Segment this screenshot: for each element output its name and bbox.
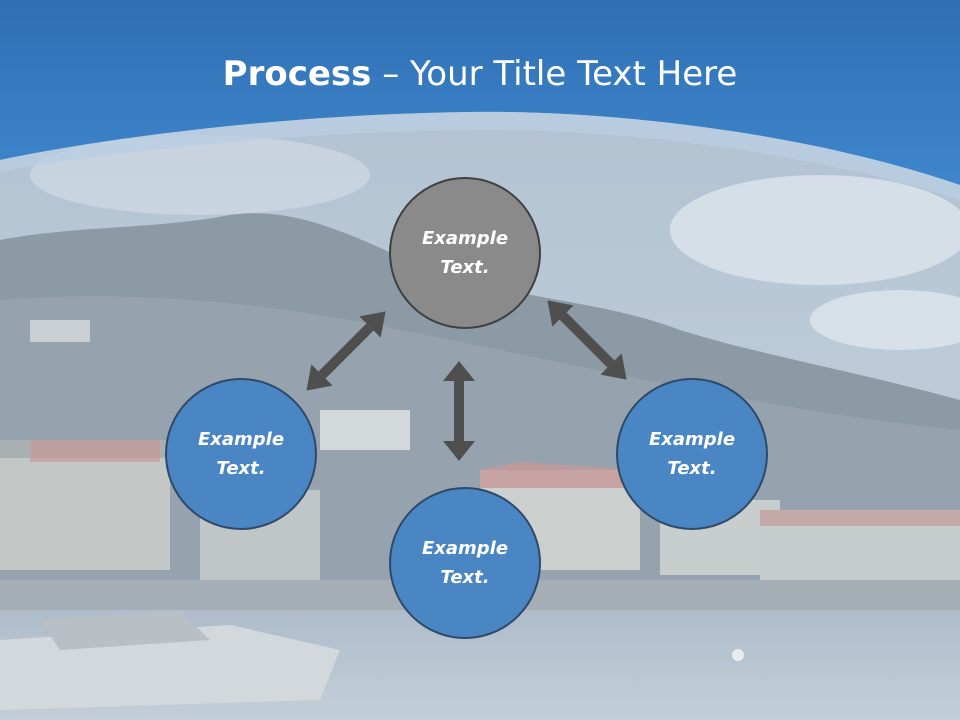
arrow-bottom-top bbox=[443, 361, 475, 461]
process-node-top: Example Text. bbox=[389, 177, 541, 329]
process-node-bottom: Example Text. bbox=[389, 487, 541, 639]
process-node-left: Example Text. bbox=[165, 378, 317, 530]
node-bottom-label: Example Text. bbox=[421, 538, 509, 588]
process-node-right: Example Text. bbox=[616, 378, 768, 530]
title-separator: – bbox=[371, 54, 411, 94]
title-bold: Process bbox=[222, 54, 372, 94]
node-left-label: Example Text. bbox=[197, 429, 285, 479]
arrow-top-right bbox=[547, 300, 627, 380]
node-top-label: Example Text. bbox=[421, 228, 509, 278]
slide-title: Process – Your Title Text Here bbox=[0, 52, 960, 96]
node-right-label: Example Text. bbox=[648, 429, 736, 479]
arrow-left-top bbox=[306, 311, 386, 391]
title-text: Your Title Text Here bbox=[410, 54, 738, 94]
